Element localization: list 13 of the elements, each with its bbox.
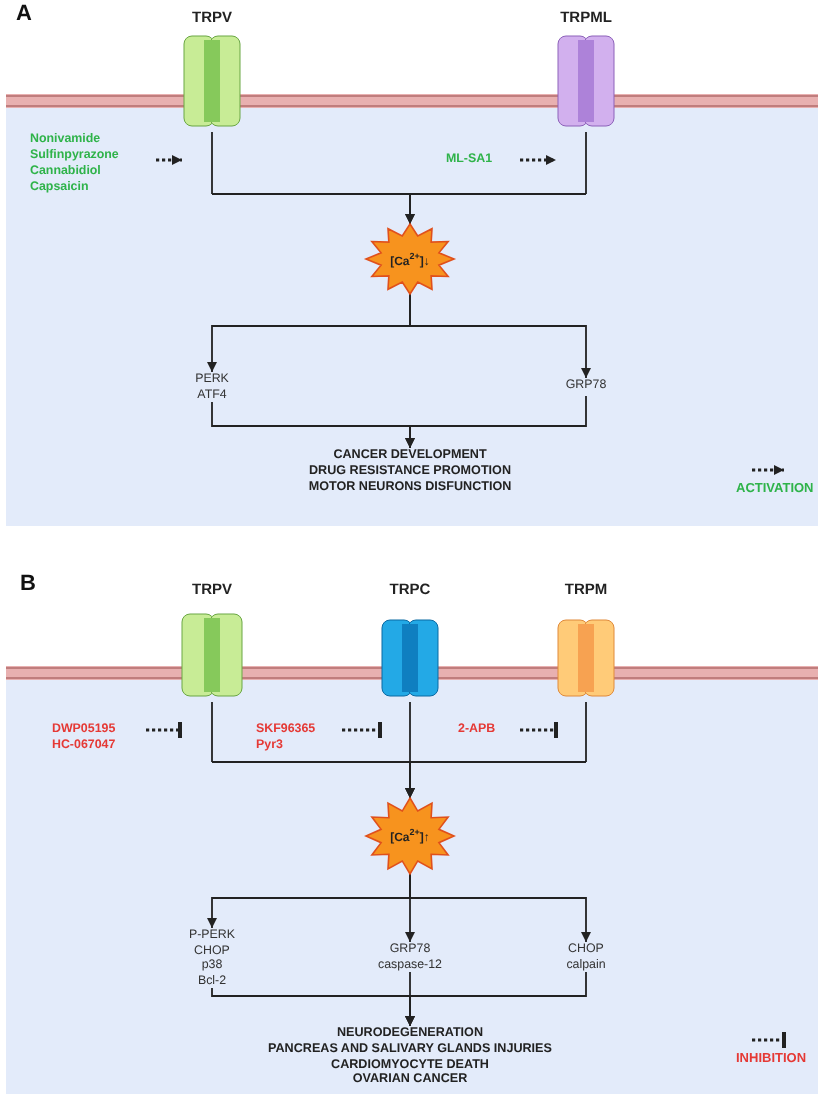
activation-arrow [520, 155, 556, 165]
panel-letter: B [20, 572, 36, 596]
arrow [409, 293, 591, 379]
inhibition-line [146, 722, 182, 738]
arrow [405, 395, 587, 449]
inhibition-line [520, 722, 558, 738]
arrow [405, 193, 587, 225]
arrow [405, 971, 587, 1027]
panel-letter: A [16, 2, 32, 26]
arrow [405, 761, 587, 799]
arrow [409, 873, 591, 943]
inhibition-line [342, 722, 382, 738]
activation-arrow [156, 155, 182, 165]
